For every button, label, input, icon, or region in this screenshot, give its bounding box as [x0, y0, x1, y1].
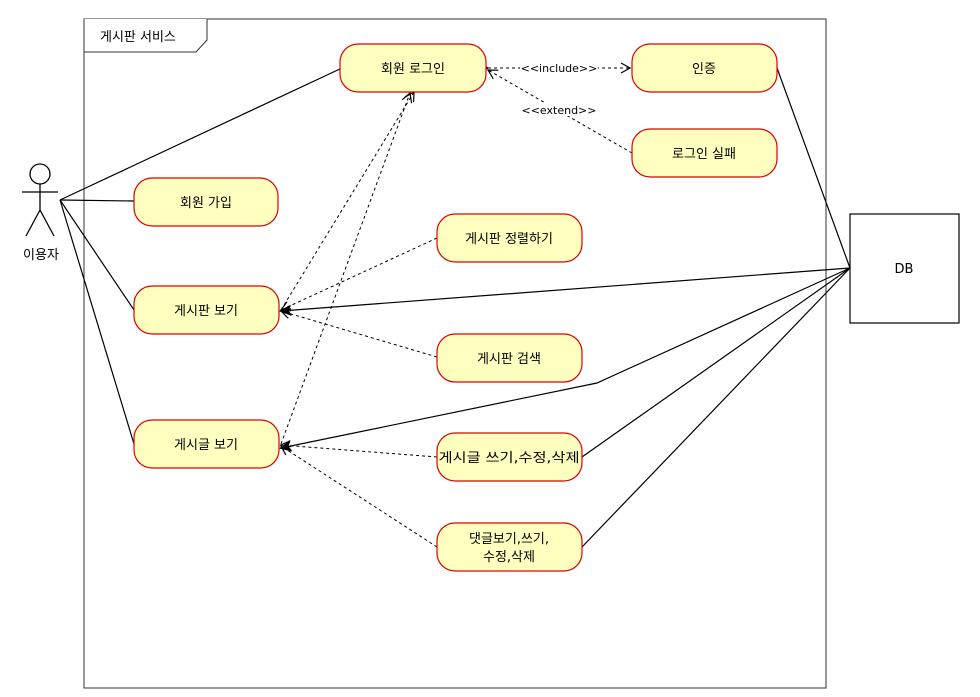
- db-associations: [281, 67, 851, 548]
- use-case-board-view: 게시판 보기: [133, 285, 280, 335]
- svg-text:수정,삭제: 수정,삭제: [483, 550, 535, 565]
- db-box: [849, 213, 960, 324]
- svg-text:게시판 검색: 게시판 검색: [477, 352, 541, 367]
- extend-label: <<extend>>: [522, 104, 597, 117]
- use-case-login-fail: 로그인 실패: [631, 128, 778, 178]
- frame-title: 게시판 서비스: [100, 30, 176, 45]
- actor-associations: [59, 67, 343, 445]
- use-case-post-view: 게시글 보기: [133, 419, 280, 469]
- svg-text:게시판 보기: 게시판 보기: [174, 304, 238, 319]
- svg-text:게시판 정렬하기: 게시판 정렬하기: [465, 232, 553, 247]
- use-case-board-sort: 게시판 정렬하기: [436, 213, 583, 263]
- svg-text:게시글 보기: 게시글 보기: [174, 438, 238, 453]
- svg-text:회원 로그인: 회원 로그인: [381, 62, 445, 77]
- actor-label: 이용자: [23, 248, 59, 263]
- actor-user: [22, 163, 58, 237]
- use-case-post-write: 게시글 쓰기,수정,삭제: [436, 432, 583, 482]
- db-label: DB: [895, 262, 914, 277]
- include-label: <<include>>: [521, 62, 598, 75]
- use-case-board-search: 게시판 검색: [436, 333, 583, 383]
- use-case-comment: 댓글보기,쓰기, 수정,삭제: [436, 522, 583, 572]
- use-case-signup: 회원 가입: [133, 177, 279, 227]
- svg-text:로그인 실패: 로그인 실패: [672, 147, 736, 162]
- svg-text:게시글 쓰기,수정,삭제: 게시글 쓰기,수정,삭제: [439, 451, 580, 466]
- use-case-auth: 인증: [631, 43, 778, 93]
- svg-text:댓글보기,쓰기,: 댓글보기,쓰기,: [469, 532, 549, 547]
- system-frame: 게시판 서비스: [83, 18, 827, 689]
- dependencies: [279, 62, 633, 548]
- use-case-login: 회원 로그인: [339, 43, 487, 93]
- svg-text:인증: 인증: [692, 62, 716, 77]
- svg-text:회원 가입: 회원 가입: [180, 196, 232, 211]
